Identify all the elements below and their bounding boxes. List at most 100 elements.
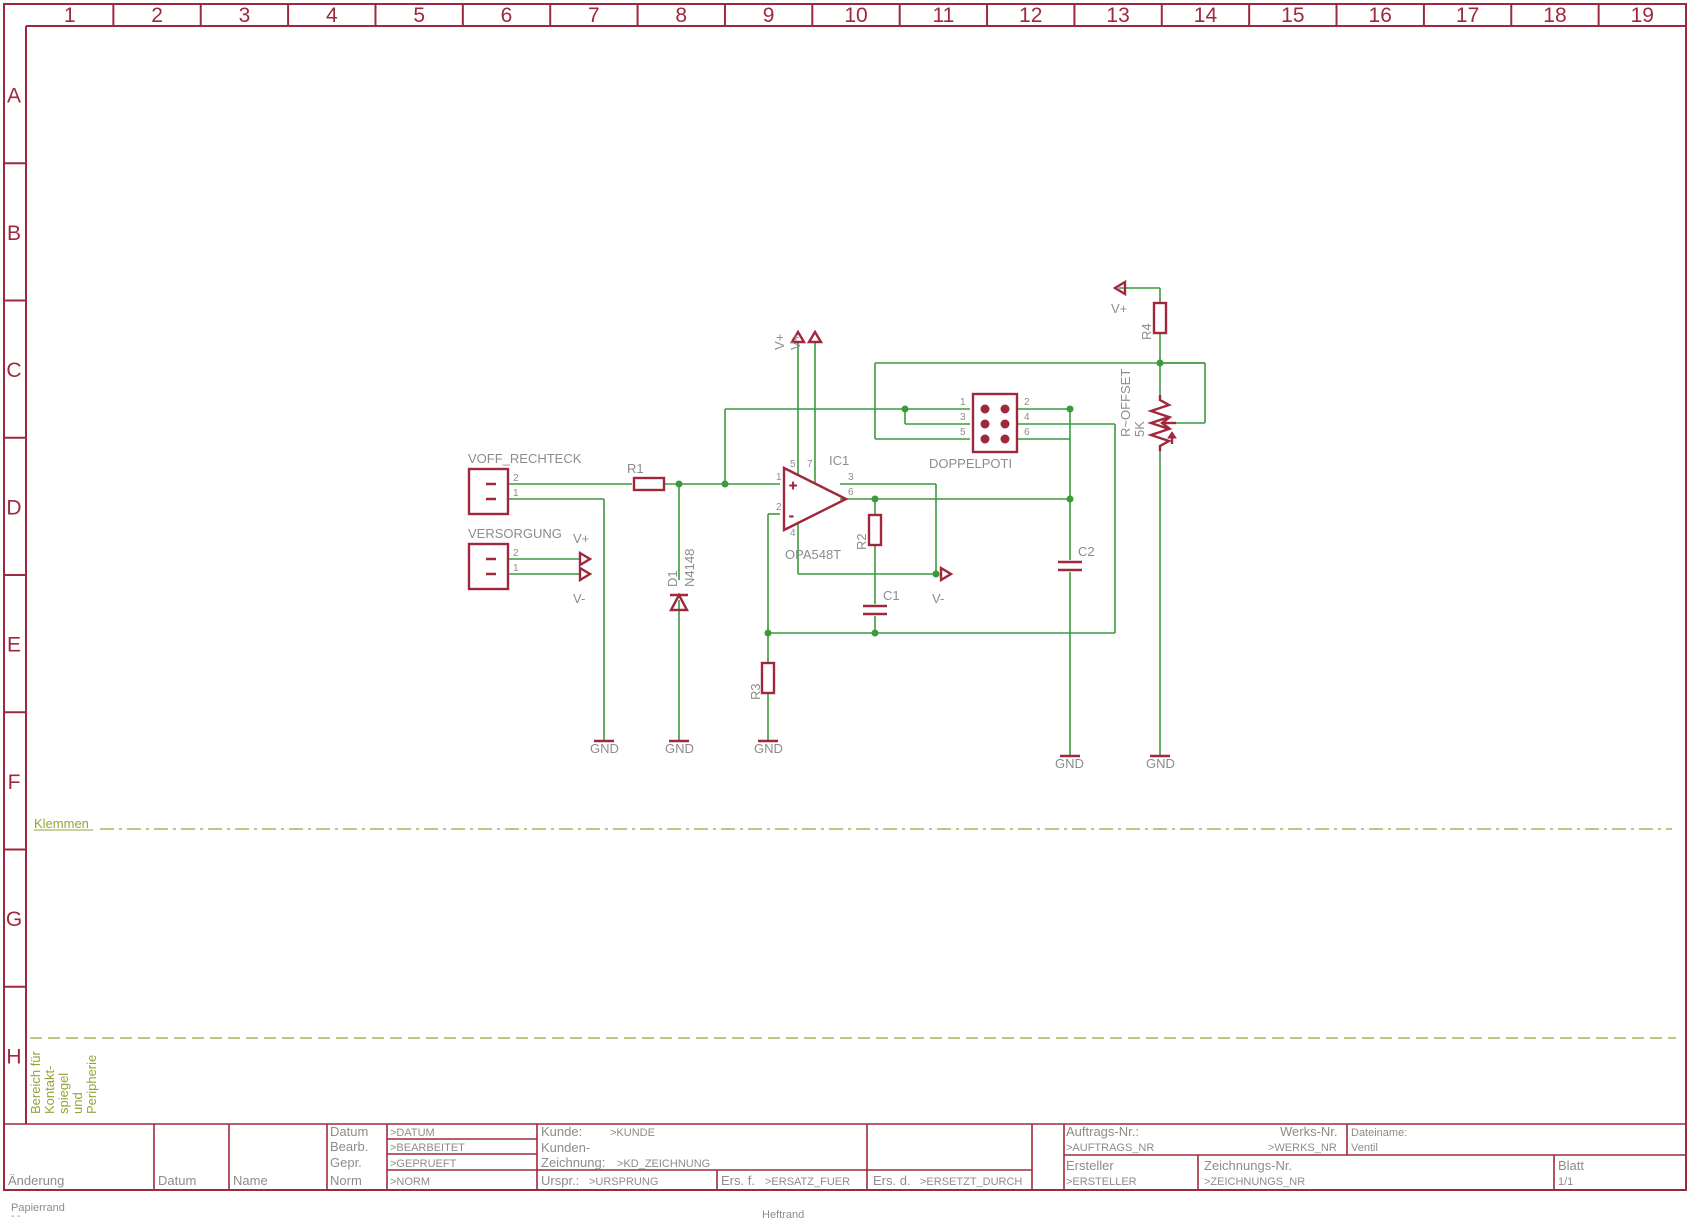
- row-label: G: [6, 908, 22, 931]
- tb-ersteller-value: >ERSTELLER: [1066, 1176, 1137, 1188]
- tb-zeichnung-label: Zeichnung:: [541, 1155, 605, 1170]
- tb-ersf-label: Ers. f.: [721, 1173, 755, 1188]
- doppelpoti-pin3: 3: [960, 412, 966, 423]
- column-label: 11: [932, 4, 954, 27]
- voff-pin2: 2: [513, 473, 519, 484]
- resistor-r2: R2: [854, 513, 883, 550]
- doppelpoti: 1 2 3 4 5 6 DOPPELPOTI: [929, 392, 1030, 471]
- tb-werks-value: >WERKS_NR: [1268, 1142, 1337, 1154]
- connector-voff-rechteck: VOFF_RECHTECK 2 1: [467, 451, 582, 516]
- tb-zeichnungsnr-value: >ZEICHNUNGS_NR: [1204, 1176, 1305, 1188]
- tb-bearb-value: >BEARBEITET: [390, 1142, 465, 1154]
- versorgung-vminus: V-: [573, 591, 585, 606]
- junction-dots: [675, 359, 1164, 637]
- tb-blatt-value: 1/1: [1558, 1176, 1573, 1188]
- column-label: 13: [1106, 4, 1129, 27]
- versorgung-name: VERSORGUNG: [468, 526, 562, 541]
- tb-dateiname-label: Dateiname:: [1351, 1127, 1407, 1139]
- tb-ersd-label: Ers. d.: [873, 1173, 911, 1188]
- vminus-ic-label: V-: [932, 591, 944, 606]
- ic1-pin2: 2: [776, 502, 782, 513]
- tb-aenderung: Änderung: [8, 1173, 64, 1188]
- tb-blatt-label: Blatt: [1558, 1158, 1584, 1173]
- r2-label: R2: [854, 533, 869, 550]
- vplus-r4-label: V+: [1111, 301, 1127, 316]
- gnd-symbols: GND GND GND GND GND: [590, 739, 1175, 771]
- tb-kunde-label: Kunde:: [541, 1124, 582, 1139]
- tb-dateiname-value: Ventil: [1351, 1142, 1378, 1154]
- tb-bearb-label: Bearb.: [330, 1139, 368, 1154]
- doppelpoti-pin1: 1: [960, 397, 966, 408]
- diode-d1: D1 N4148: [665, 549, 697, 612]
- tb-gepr-label: Gepr.: [330, 1155, 362, 1170]
- d1-value: N4148: [682, 549, 697, 587]
- column-label: 3: [239, 4, 251, 27]
- tb-kunde-value: >KUNDE: [610, 1127, 655, 1139]
- side-note-line-3: spiegel: [56, 1073, 71, 1114]
- supply-vplus-ic: V+ V+: [772, 329, 824, 350]
- side-note-line-1: Bereich für: [28, 1050, 43, 1114]
- tb-ersf-value: >ERSATZ_FUER: [765, 1176, 850, 1188]
- column-label: 2: [151, 4, 163, 27]
- column-label: 19: [1631, 4, 1654, 27]
- column-label: 8: [675, 4, 687, 27]
- row-label: E: [7, 634, 21, 657]
- poti-name: R~OFFSET: [1118, 369, 1133, 437]
- doppelpoti-pin2: 2: [1024, 397, 1030, 408]
- ic1-name: IC1: [829, 453, 849, 468]
- column-label: 1: [64, 4, 76, 27]
- capacitor-c1: C1: [863, 588, 900, 616]
- tb-zeichnung-value: >KD_ZEICHNUNG: [617, 1158, 710, 1170]
- tb-name-col: Name: [233, 1173, 268, 1188]
- tb-datum-value: >DATUM: [390, 1127, 435, 1139]
- doppelpoti-label: DOPPELPOTI: [929, 456, 1012, 471]
- resistor-r4: R4 V+: [1111, 279, 1168, 340]
- gnd-label-5: GND: [1146, 756, 1175, 771]
- tb-kunden-label: Kunden-: [541, 1140, 590, 1155]
- ic1-pin6: 6: [848, 487, 854, 498]
- poti-value: 5K: [1132, 421, 1147, 437]
- tb-auftrags-label: Auftrags-Nr.:: [1066, 1124, 1139, 1139]
- gnd-label-2: GND: [665, 741, 694, 756]
- tb-auftrags-value: >AUFTRAGS_NR: [1066, 1142, 1154, 1154]
- heftrand-label: Heftrand: [762, 1209, 804, 1221]
- tb-datum-label: Datum: [330, 1124, 368, 1139]
- column-label: 6: [501, 4, 513, 27]
- title-block: Änderung Datum Name Datum Bearb. Gepr. N…: [4, 1123, 1686, 1190]
- vplus-ic-label-1: V+: [772, 334, 787, 350]
- gnd-label-4: GND: [1055, 756, 1084, 771]
- tb-gepr-value: >GEPRUEFT: [390, 1158, 457, 1170]
- tb-ersteller-label: Ersteller: [1066, 1158, 1114, 1173]
- column-label: 5: [413, 4, 425, 27]
- column-label: 4: [326, 4, 338, 27]
- column-label: 10: [844, 4, 867, 27]
- klemmen-line: Klemmen: [34, 816, 1672, 831]
- tb-werks-label: Werks-Nr.: [1280, 1124, 1338, 1139]
- ic1-pin4: 4: [790, 528, 796, 539]
- ic1-pin7: 7: [807, 459, 813, 470]
- opamp-ic1: + - IC1 OPA548T 1 2 3 4 5 6 7: [776, 453, 854, 562]
- column-label: 7: [588, 4, 600, 27]
- c2-label: C2: [1078, 544, 1095, 559]
- column-label: 14: [1194, 4, 1218, 27]
- drawing-frame: [3, 3, 1687, 1191]
- ic1-plus: +: [789, 477, 797, 493]
- doppelpoti-pin6: 6: [1024, 427, 1030, 438]
- side-note-line-2: Kontakt-: [42, 1066, 57, 1114]
- tb-norm-value: >NORM: [390, 1176, 430, 1188]
- klemmen-label: Klemmen: [34, 816, 89, 831]
- resistor-r3: R3: [748, 661, 776, 700]
- column-label: 16: [1369, 4, 1392, 27]
- r1-label: R1: [627, 461, 644, 476]
- column-label: 12: [1019, 4, 1042, 27]
- ic1-pin3: 3: [848, 472, 854, 483]
- column-label: 18: [1543, 4, 1566, 27]
- gnd-label-3: GND: [754, 741, 783, 756]
- papierrand-label: Papierrand: [11, 1202, 65, 1214]
- row-label: F: [8, 771, 21, 794]
- gnd-label-1: GND: [590, 741, 619, 756]
- ic1-pin5: 5: [790, 459, 796, 470]
- versorgung-pin1: 1: [513, 563, 519, 574]
- doppelpoti-pin4: 4: [1024, 412, 1030, 423]
